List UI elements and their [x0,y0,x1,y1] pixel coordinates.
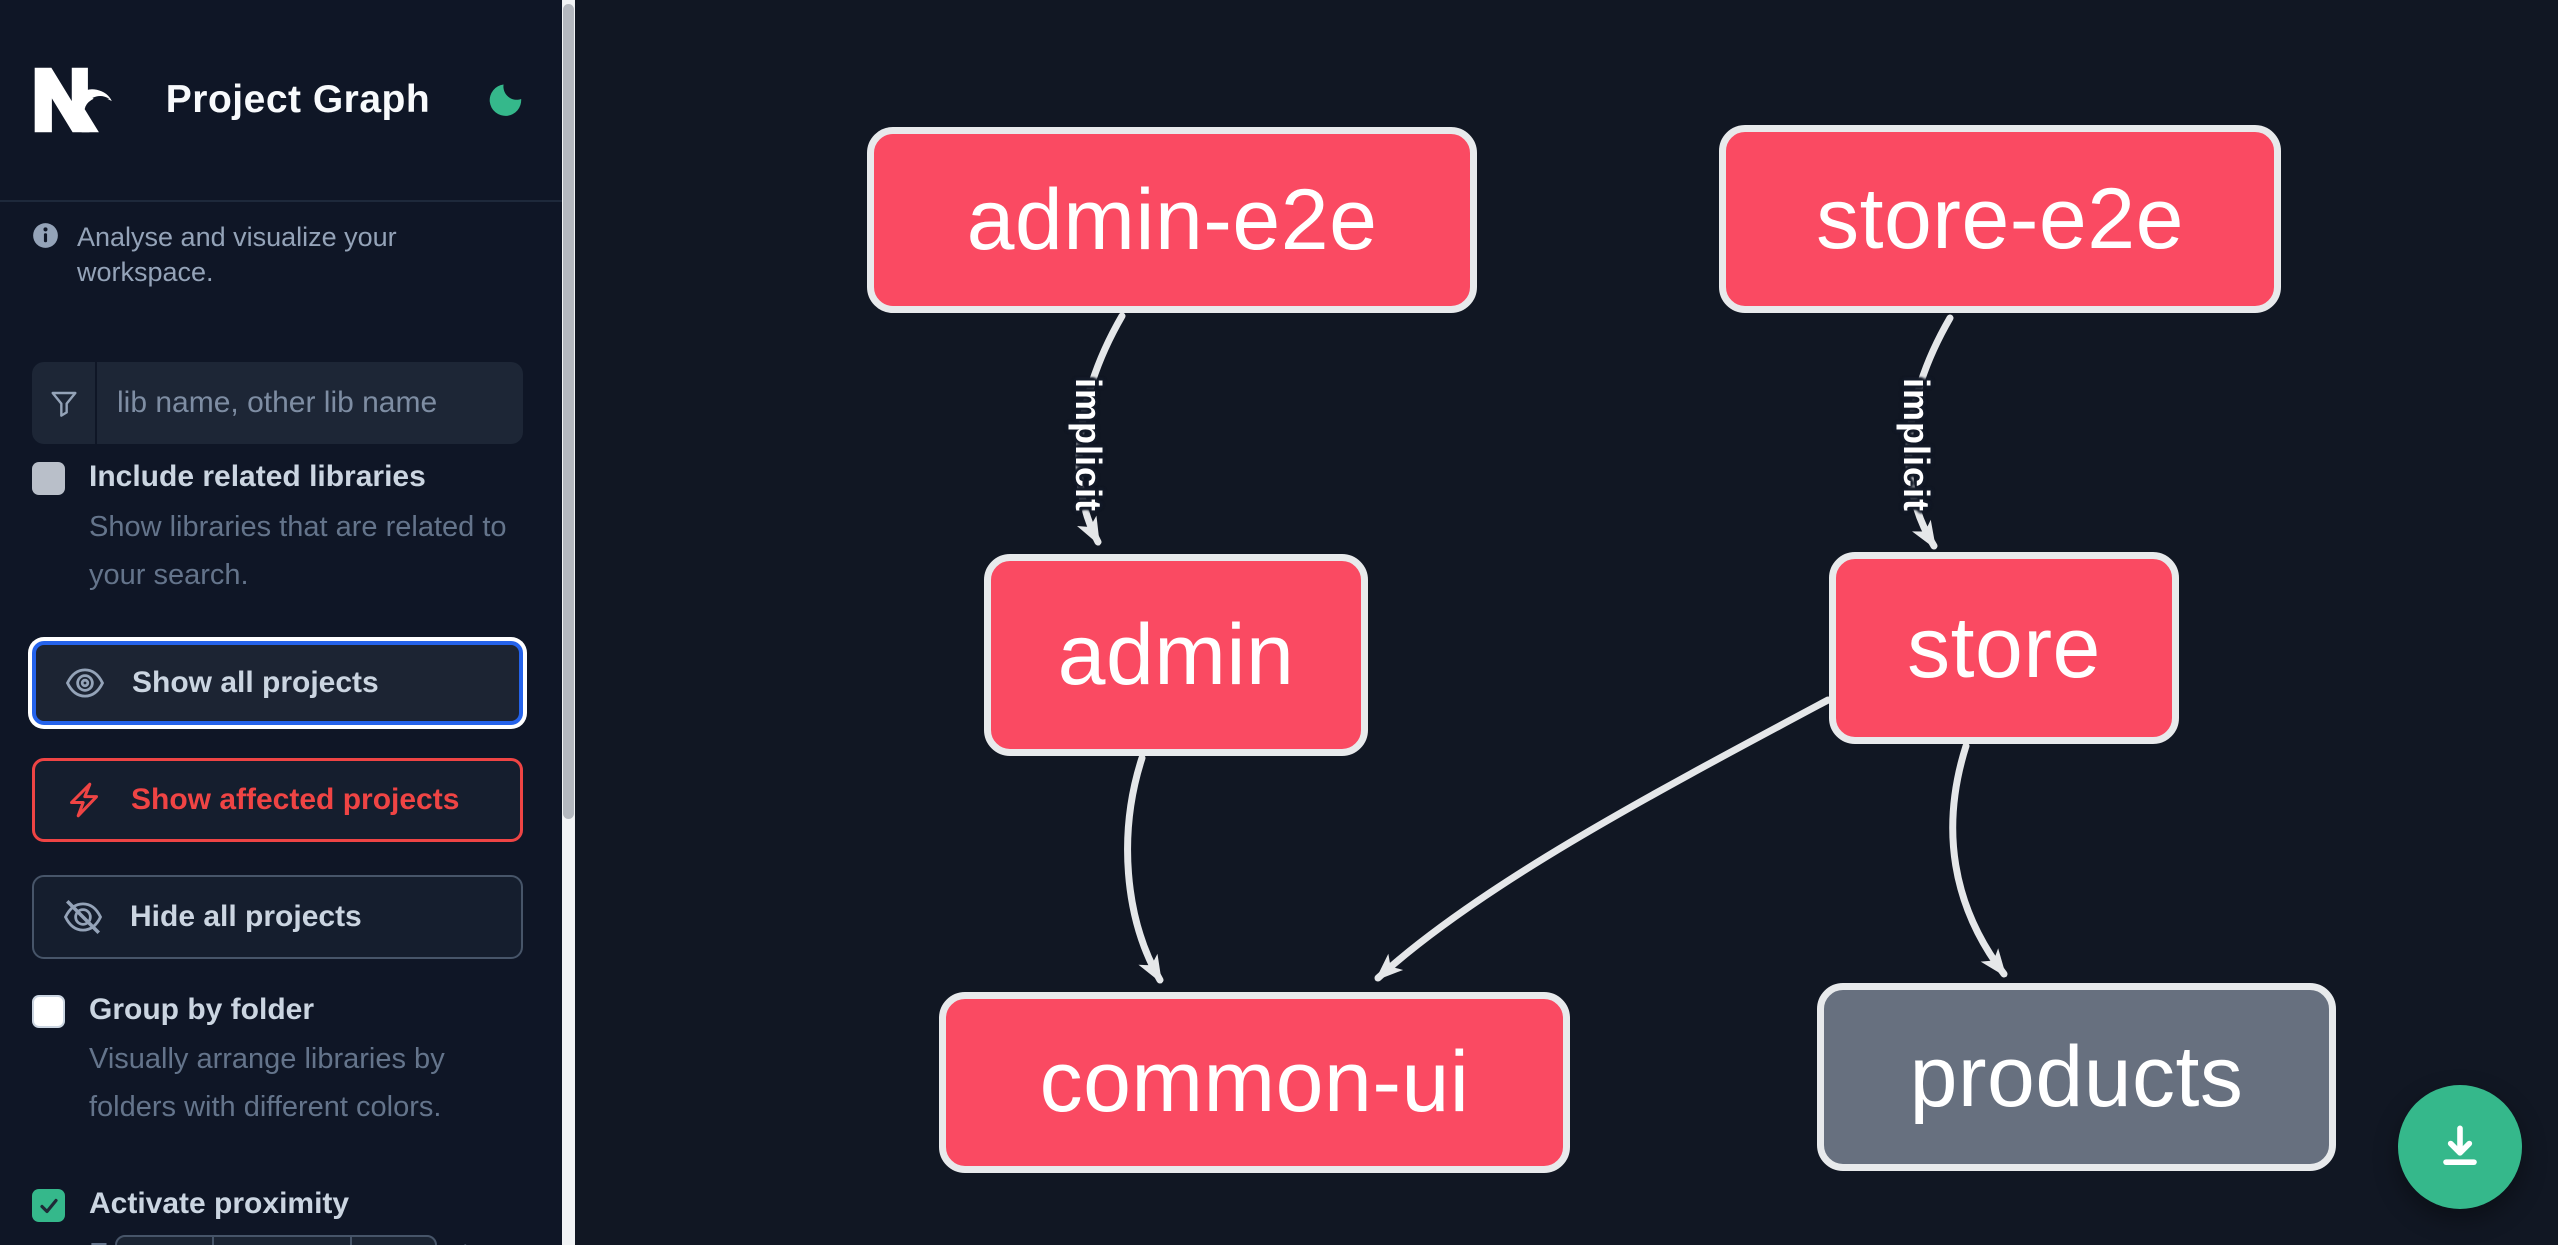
filter-icon-cell [32,362,97,445]
node-label: admin [1057,606,1295,703]
nx-logo-icon [34,67,112,133]
show-all-projects-label: Show all projects [132,665,379,699]
page-title: Project Graph [165,78,431,121]
show-affected-projects-button[interactable]: Show affected projects [32,757,523,842]
group-by-folder-desc: Visually arrange libraries by folders wi… [89,1043,445,1124]
proximity-depth-stepper[interactable] [115,1235,437,1245]
moon-icon [489,84,522,116]
workspace-tagline: Analyse and visualize your workspace. [77,222,397,288]
filter-funnel-icon [50,391,77,418]
node-store-e2e[interactable]: store-e2e [1719,125,2281,313]
group-by-folder-row: Group by folder Visually arrange librari… [0,993,562,1132]
edge-admin-e2e-admin [1075,312,1126,546]
activate-proximity-label: Activate proximity [89,1187,350,1221]
edge-store-common-ui [1374,696,1832,982]
sidebar: Project Graph Analyse and visualize your… [0,0,562,1245]
node-store[interactable]: store [1829,552,2179,744]
edge-admin-common-ui [1124,754,1164,984]
stepper-value [212,1237,350,1245]
show-all-projects-button[interactable]: Show all projects [32,640,523,725]
node-common-ui[interactable]: common-ui [939,992,1570,1173]
stepper-increment[interactable] [350,1237,435,1245]
hide-all-projects-button[interactable]: Hide all projects [32,874,523,959]
include-related-checkbox[interactable] [32,462,65,496]
group-by-folder-checkbox[interactable] [32,994,65,1028]
edge-label-implicit: implicit [1068,377,1109,513]
bolt-icon [63,779,105,821]
scrollbar-thumb[interactable] [563,4,574,819]
node-products[interactable]: products [1817,983,2336,1171]
graph-canvas[interactable]: implicit implicit admin-e2e store-e2e ad… [575,0,2558,1245]
workspace-tagline-row: Analyse and visualize your workspace. [0,202,562,290]
graph-edges [1075,312,2008,984]
node-admin[interactable]: admin [984,554,1368,756]
edge-store-e2e-store [1905,314,1954,550]
node-label: store-e2e [1816,170,2184,267]
hide-all-projects-label: Hide all projects [130,899,362,933]
eye-icon [64,662,106,704]
node-label: store [1907,599,2101,696]
eye-off-icon [62,896,104,938]
info-icon [33,223,58,248]
node-label: common-ui [1039,1034,1470,1130]
search-input[interactable] [97,362,523,445]
download-image-button[interactable] [2398,1085,2522,1209]
include-related-desc: Show libraries that are related to your … [89,510,507,591]
stepper-decrement[interactable] [117,1237,212,1245]
sidebar-header: Project Graph [0,0,562,200]
node-label: products [1909,1028,2244,1125]
sidebar-scrollbar[interactable] [562,0,575,1245]
library-filter-box [32,362,523,445]
edge-store-products [1949,742,2008,978]
checkmark-icon [39,1198,58,1213]
dark-mode-toggle[interactable] [478,74,530,126]
node-label: admin-e2e [966,171,1378,268]
edge-label-implicit: implicit [1896,377,1937,513]
include-related-row: Include related libraries Show libraries… [0,460,562,599]
download-icon [2443,1125,2477,1165]
activate-proximity-checkbox[interactable] [32,1189,65,1223]
node-admin-e2e[interactable]: admin-e2e [867,127,1477,313]
header-divider [0,200,562,202]
include-related-label: Include related libraries [89,460,426,494]
group-by-folder-label: Group by folder [89,992,314,1026]
show-affected-projects-label: Show affected projects [131,782,460,816]
